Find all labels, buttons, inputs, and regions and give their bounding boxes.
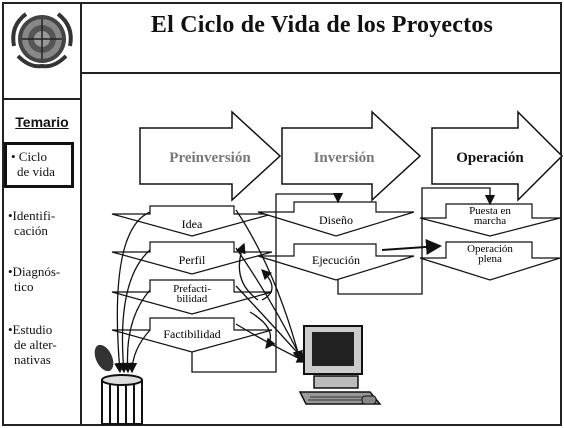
- phase-label: Inversión: [314, 150, 376, 166]
- sidebar-item-label: tico: [14, 279, 34, 294]
- phase-arrow-inversion: Inversión: [281, 110, 422, 202]
- sidebar-item-3[interactable]: •Diagnós-tico: [8, 264, 78, 294]
- stage-perfil: Perfil: [111, 241, 273, 275]
- phase-label: Operación: [456, 150, 524, 166]
- sidebar-item-2[interactable]: •Identifi-cación: [8, 208, 78, 238]
- sidebar-item-label: •Diagnós-: [8, 264, 61, 279]
- stage-idea: Idea: [111, 205, 273, 237]
- stage-factibilidad: Factibilidad: [111, 317, 273, 353]
- sidebar-heading: Temario: [15, 114, 69, 130]
- stage-ejecucion: Ejecución: [257, 243, 415, 281]
- svg-text:Ejecución: Ejecución: [312, 253, 360, 267]
- phase-arrow-preinversion: Preinversión: [139, 110, 282, 202]
- phase-arrow-operacion: Operación: [431, 110, 564, 202]
- trash-can-icon: [94, 344, 143, 425]
- computer-icon: [298, 325, 382, 405]
- page-title: El Ciclo de Vida de los Proyectos: [150, 12, 494, 38]
- title-divider: [82, 72, 562, 74]
- stage-prefactibilidad: Prefacti-bilidad: [111, 279, 273, 315]
- phase-label: Preinversión: [169, 150, 251, 166]
- sidebar-item-label: • Ciclo: [11, 149, 47, 164]
- svg-text:Diseño: Diseño: [319, 213, 353, 227]
- svg-text:Perfil: Perfil: [179, 253, 206, 267]
- sidebar-item-label: •Identifi-: [8, 208, 56, 223]
- sidebar-item-label: de vida: [17, 164, 55, 179]
- stage-diseno: Diseño: [257, 201, 415, 237]
- flow-connectors: [114, 187, 496, 374]
- sidebar-item-label: de alter-: [14, 337, 57, 352]
- svg-text:Prefacti-bilidad: Prefacti-bilidad: [173, 283, 211, 305]
- sidebar-divider: [2, 98, 80, 100]
- sidebar-item-label: nativas: [14, 352, 51, 367]
- svg-text:Idea: Idea: [182, 217, 203, 231]
- sidebar-item-label: cación: [14, 223, 48, 238]
- un-emblem-icon: [11, 12, 73, 69]
- svg-text:Factibilidad: Factibilidad: [163, 327, 220, 341]
- sidebar-item-label: •Estudio: [8, 322, 53, 337]
